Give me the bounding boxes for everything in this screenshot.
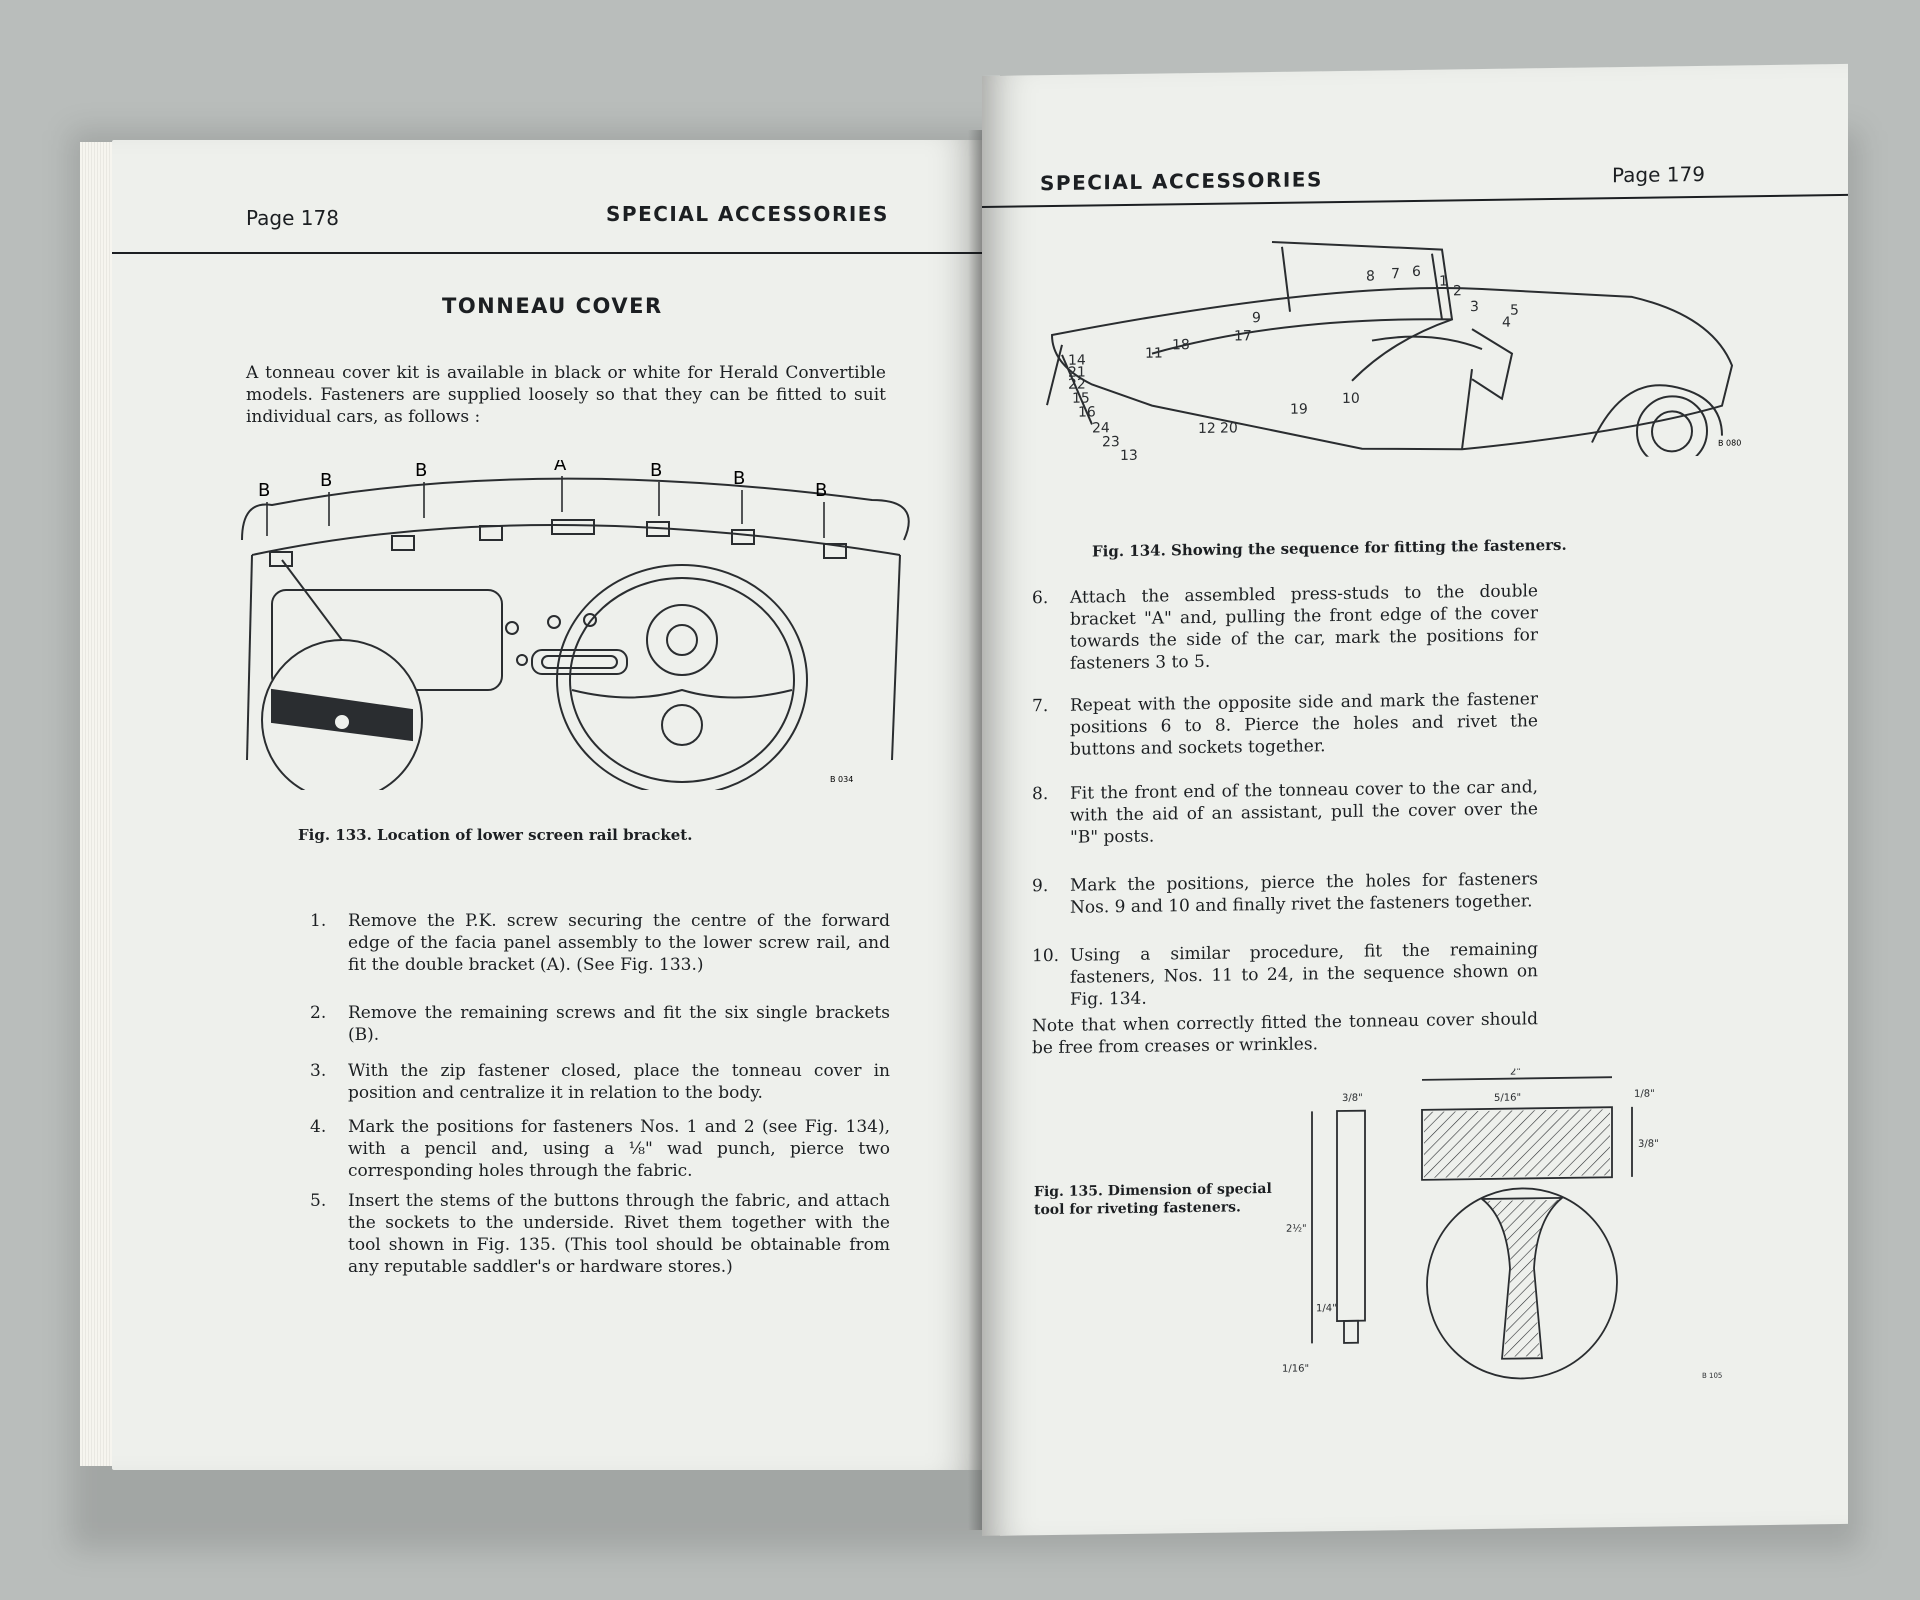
label-a: A (554, 460, 567, 475)
svg-text:13: 13 (1120, 448, 1138, 464)
label-b-4: B (650, 460, 662, 481)
section-title-left: SPECIAL ACCESSORIES (606, 202, 889, 226)
step-text: Attach the assembled press-studs to the … (1070, 581, 1538, 674)
intro-paragraph: A tonneau cover kit is available in blac… (246, 363, 886, 427)
svg-text:7: 7 (1391, 266, 1400, 282)
step-text: Mark the positions for fasteners Nos. 1 … (348, 1117, 890, 1181)
step-8: 8. Fit the front end of the tonneau cove… (1032, 776, 1538, 859)
svg-text:22: 22 (1068, 377, 1086, 393)
step-number: 5. (310, 1191, 327, 1211)
step-text: Mark the positions, pierce the holes for… (1070, 869, 1538, 918)
step-number: 8. (1032, 784, 1049, 805)
step-2: 2. Remove the remaining screws and fit t… (310, 1002, 890, 1052)
svg-text:4: 4 (1502, 315, 1511, 331)
figure-134-caption: Fig. 134. Showing the sequence for fitti… (1092, 535, 1567, 561)
step-3: 3. With the zip fastener closed, place t… (310, 1060, 890, 1110)
svg-text:24: 24 (1092, 420, 1110, 436)
figure-135-caption: Fig. 135. Dimension of special tool for … (1034, 1180, 1272, 1219)
step-7: 7. Repeat with the opposite side and mar… (1032, 688, 1538, 771)
label-b-5: B (733, 468, 745, 489)
svg-text:2: 2 (1453, 283, 1462, 299)
svg-text:15: 15 (1072, 390, 1090, 406)
svg-text:20: 20 (1220, 420, 1238, 436)
step-4: 4. Mark the positions for fasteners Nos.… (310, 1116, 890, 1186)
dim-1-8: 1/8" (1634, 1089, 1655, 1100)
figure-133-dashboard: B B B A B B B B 034 (241, 460, 910, 790)
step-number: 6. (1032, 588, 1049, 609)
svg-text:14: 14 (1068, 353, 1086, 369)
step-10: 10. Using a similar procedure, fit the r… (1032, 938, 1538, 1010)
note-paragraph: Note that when correctly fitted the tonn… (1032, 1009, 1538, 1059)
drawing-code-135: B 105 (1702, 1372, 1722, 1380)
figure-133-caption: Fig. 133. Location of lower screen rail … (298, 826, 693, 844)
dim-3-8: 3/8" (1342, 1093, 1363, 1104)
svg-text:16: 16 (1078, 404, 1096, 420)
left-page: Page 178 SPECIAL ACCESSORIES TONNEAU COV… (112, 140, 982, 1470)
dim-1-16: 1/16" (1282, 1363, 1309, 1374)
step-text: Remove the P.K. screw securing the centr… (348, 911, 890, 975)
step-1: 1. Remove the P.K. screw securing the ce… (310, 910, 890, 990)
step-number: 2. (310, 1003, 327, 1023)
drawing-code-134: B 080 (1718, 438, 1741, 447)
step-text: Insert the stems of the buttons through … (348, 1191, 890, 1277)
svg-text:10: 10 (1342, 391, 1360, 407)
dim-2-half: 2½" (1286, 1222, 1307, 1234)
svg-text:18: 18 (1172, 337, 1190, 353)
section-heading: TONNEAU COVER (442, 294, 663, 318)
svg-text:9: 9 (1252, 310, 1261, 326)
figure-135-tool: 3/8" 2" 5/16" 1/8" 3/8" 2½" 1/4" 1/16" B… (1282, 1066, 1722, 1380)
svg-text:19: 19 (1290, 401, 1308, 417)
svg-text:23: 23 (1102, 434, 1120, 450)
step-number: 3. (310, 1061, 327, 1081)
dim-1-4: 1/4" (1316, 1303, 1337, 1314)
drawing-code-133: B 034 (830, 775, 853, 784)
label-b-3: B (415, 460, 427, 481)
step-text: With the zip fastener closed, place the … (348, 1061, 890, 1103)
svg-text:17: 17 (1234, 328, 1252, 344)
svg-text:8: 8 (1366, 269, 1375, 285)
label-b-6: B (815, 480, 827, 501)
step-5: 5. Insert the stems of the buttons throu… (310, 1190, 890, 1290)
header-rule-left (112, 252, 982, 254)
svg-text:21: 21 (1068, 365, 1086, 381)
svg-text:3: 3 (1470, 299, 1479, 315)
step-text: Fit the front end of the tonneau cover t… (1070, 777, 1538, 848)
step-number: 10. (1032, 945, 1060, 967)
step-number: 4. (310, 1117, 327, 1137)
step-number: 9. (1032, 876, 1049, 897)
step-number: 1. (310, 911, 327, 931)
step-text: Repeat with the opposite side and mark t… (1070, 689, 1538, 760)
svg-text:6: 6 (1412, 264, 1421, 280)
label-b-2: B (320, 470, 332, 491)
svg-text:5: 5 (1510, 303, 1519, 319)
svg-text:11: 11 (1145, 345, 1163, 361)
step-9: 9. Mark the positions, pierce the holes … (1032, 868, 1538, 927)
dim-5-16: 5/16" (1494, 1092, 1521, 1103)
page-number-left: Page 178 (246, 206, 339, 230)
label-b-1: B (258, 480, 270, 501)
step-6: 6. Attach the assembled press-studs to t… (1032, 580, 1538, 683)
page-number-right: Page 179 (1612, 161, 1705, 188)
svg-text:12: 12 (1198, 421, 1216, 437)
dim-2: 2" (1510, 1066, 1521, 1077)
step-text: Remove the remaining screws and fit the … (348, 1003, 890, 1045)
header-rule-right (982, 193, 1848, 208)
svg-text:1: 1 (1439, 273, 1448, 289)
step-text: Using a similar procedure, fit the remai… (1070, 939, 1538, 1010)
step-number: 7. (1032, 696, 1049, 717)
dim-3-8-side: 3/8" (1638, 1139, 1659, 1150)
section-title-right: SPECIAL ACCESSORIES (1040, 167, 1323, 196)
